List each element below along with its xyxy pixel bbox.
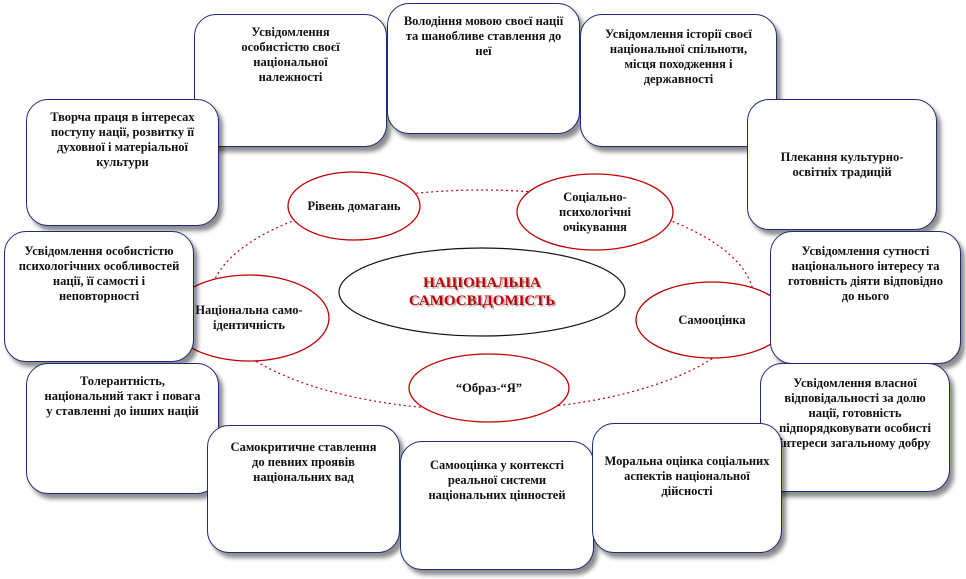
box-moral-assessment: Моральна оцінка соціальних аспектів наці… <box>592 423 782 553</box>
box-personal-belonging: Усвідомлення особистістю своєї національ… <box>194 14 387 147</box>
box-self-criticism: Самокритичне ставлення до певних проявів… <box>207 425 400 553</box>
ellipse-label-identity: Національна само-ідентичність <box>195 303 303 332</box>
box-history-text: Усвідомлення історії своєї національної … <box>605 27 752 86</box>
box-creative-work: Творча праця в інтересах поступу нації, … <box>26 99 219 226</box>
box-responsibility: Усвідомлення власної відповідальності за… <box>760 363 950 492</box>
center-label: НАЦІОНАЛЬНА САМОСВІДОМІСТЬ <box>408 275 556 309</box>
ellipse-self-image <box>408 353 570 423</box>
box-national-interest: Усвідомлення сутності національного інте… <box>770 231 961 364</box>
box-history: Усвідомлення історії своєї національної … <box>580 14 777 147</box>
box-traditions: Плекання культурно-освітніх традицій <box>747 99 937 230</box>
ellipse-label-self-esteem: Самооцінка <box>678 312 746 327</box>
box-psych-features: Усвідомлення особистістю психологічних о… <box>4 231 194 362</box>
box-self-criticism-text: Самокритичне ставлення до певних проявів… <box>230 440 377 484</box>
box-psych-features-text: Усвідомлення особистістю психологічних о… <box>18 244 180 303</box>
ellipse-label-self-image: “Образ-“Я” <box>455 380 523 395</box>
box-value-system: Самооцінка у контексті реальної системи … <box>400 441 594 570</box>
box-responsibility-text: Усвідомлення власної відповідальності за… <box>779 376 931 450</box>
box-creative-work-text: Творча праця в інтересах поступу нації, … <box>50 110 195 169</box>
ellipse-label-expectations: Соціально-психологічні очікування <box>559 189 631 234</box>
box-personal-belonging-text: Усвідомлення особистістю своєї національ… <box>241 25 340 84</box>
box-tolerance-text: Толерантність, національний такт і поваг… <box>44 374 201 418</box>
box-language-text: Володіння мовою своєї нації та шанобливе… <box>403 14 564 58</box>
ellipse-label-aspirations: Рівень домагань <box>307 198 401 213</box>
box-tolerance: Толерантність, національний такт і поваг… <box>26 363 219 494</box>
box-moral-assessment-text: Моральна оцінка соціальних аспектів наці… <box>604 454 770 498</box>
box-language: Володіння мовою своєї нації та шанобливе… <box>387 3 580 134</box>
ellipse-aspirations <box>287 171 421 241</box>
ellipse-expectations <box>516 173 674 251</box>
ellipse-center <box>338 247 626 337</box>
box-national-interest-text: Усвідомлення сутності національного інте… <box>788 244 943 303</box>
box-traditions-text: Плекання культурно-освітніх традицій <box>780 149 904 179</box>
box-value-system-text: Самооцінка у контексті реальної системи … <box>428 458 566 502</box>
